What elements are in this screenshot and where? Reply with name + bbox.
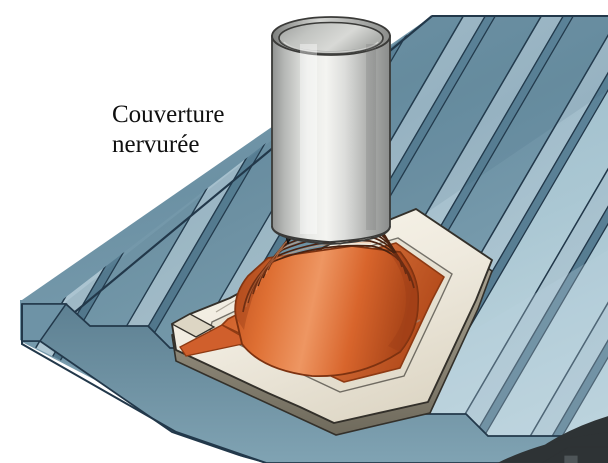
roof-label-line2: nervurée — [112, 131, 199, 158]
boot-cone — [234, 245, 420, 378]
boot-left-shadow — [235, 256, 280, 330]
pipe-highlight — [300, 44, 317, 234]
pipe-bottom-curve — [271, 225, 391, 245]
roof-label-line1: Couverture — [112, 101, 224, 128]
pipe-bore-sheen — [283, 41, 379, 54]
roof-bottom-edge — [21, 304, 267, 463]
boot-right-shadow — [388, 252, 419, 352]
pipe-shadow-right — [366, 44, 376, 230]
roof-cutaway-mask — [0, 348, 264, 463]
vent-pipe — [271, 16, 391, 245]
plate-left-notch — [170, 313, 216, 338]
roof-label: Couverture nervurée — [112, 101, 224, 158]
